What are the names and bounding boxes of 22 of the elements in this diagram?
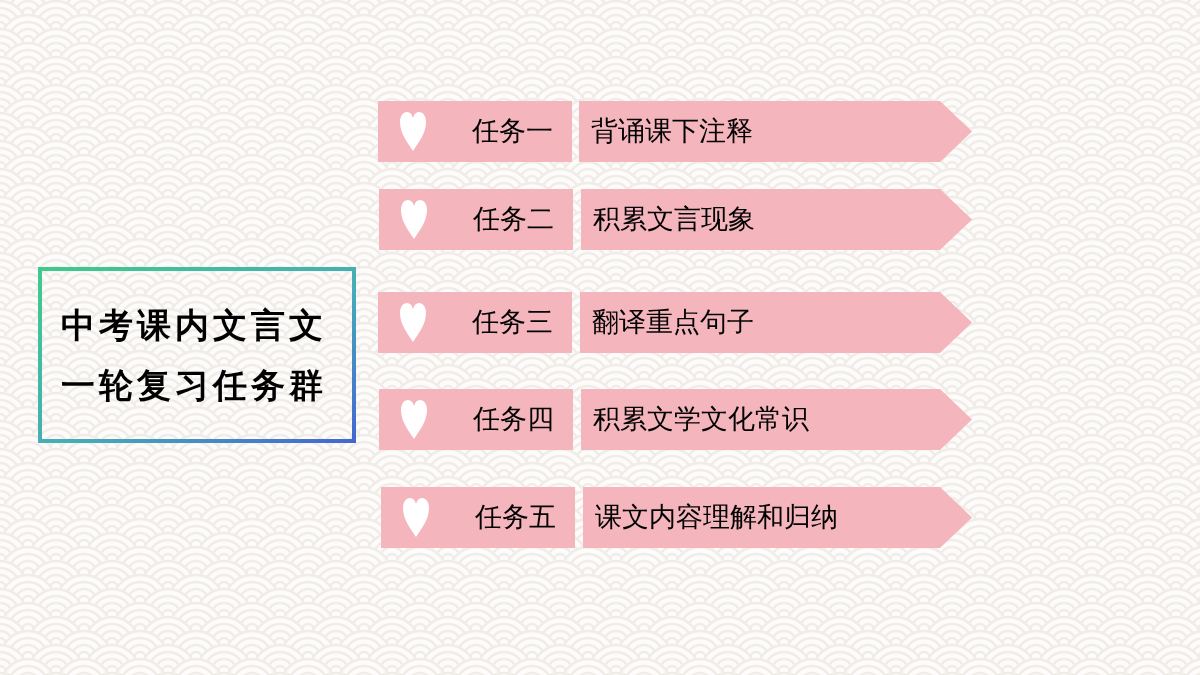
title-text: 中考课内文言文一轮复习任务群 — [61, 304, 328, 407]
task-label: 任务四 — [473, 403, 554, 436]
task-label: 任务二 — [473, 203, 554, 236]
task-description: 积累文学文化常识 — [593, 403, 809, 436]
arrow-shaped-box — [580, 292, 972, 353]
task-label: 任务一 — [472, 115, 553, 148]
task-description: 积累文言现象 — [593, 203, 755, 236]
task-tag-box — [378, 292, 572, 353]
arrow-shaped-box — [583, 487, 972, 548]
task-tag-box — [379, 189, 573, 250]
arrow-shaped-box — [579, 101, 972, 162]
task-tag-box — [379, 389, 573, 450]
task-label: 任务三 — [472, 306, 553, 339]
task-tag-box — [378, 101, 572, 162]
task-description: 课文内容理解和归纳 — [595, 501, 838, 534]
arrow-shaped-box — [581, 389, 972, 450]
task-label: 任务五 — [475, 501, 556, 534]
task-tag-box — [381, 487, 575, 548]
arrow-shaped-box — [581, 189, 972, 250]
title-box — [38, 267, 356, 443]
task-description: 翻译重点句子 — [592, 306, 754, 339]
task-description: 背诵课下注释 — [591, 115, 753, 148]
